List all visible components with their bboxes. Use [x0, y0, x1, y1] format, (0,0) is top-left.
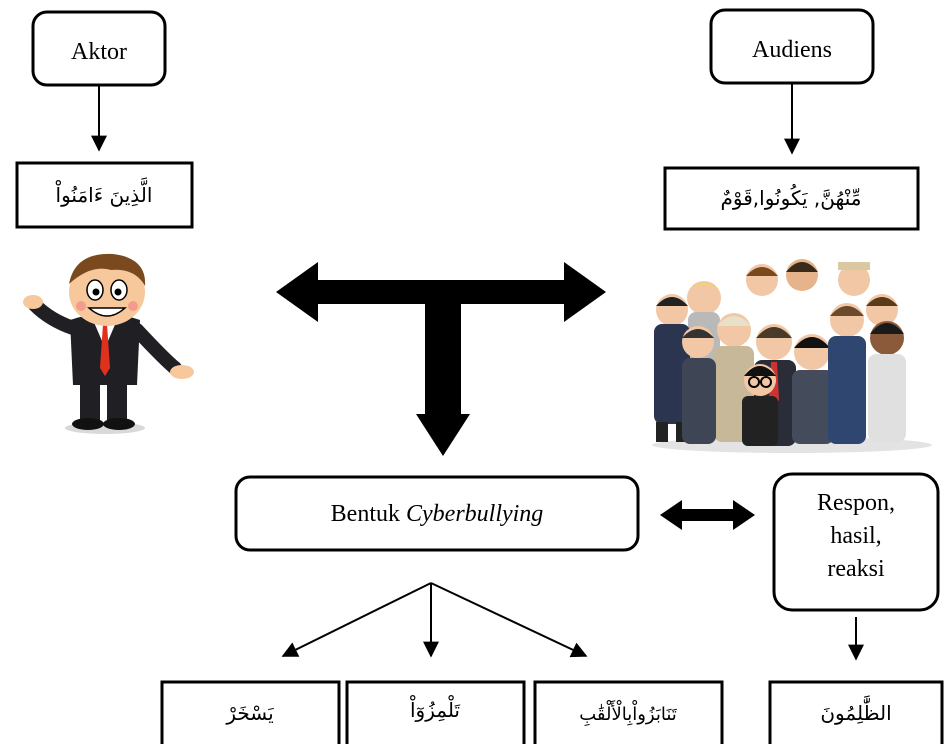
- respon-line-2: hasil,: [830, 523, 881, 549]
- aktor-label: Aktor: [71, 39, 127, 65]
- bentuk-to-form3-arrow: [430, 582, 588, 658]
- bentuk-cyberbullying-node: Bentuk Cyberbullying: [234, 475, 640, 552]
- audiens-term-box: مِّنْهُنَّ, يَكُونُوا,قَوْمٌ: [663, 166, 920, 231]
- respon-node: Respon, hasil, reaksi: [772, 472, 940, 612]
- bentuk-respon-double-arrow: [660, 500, 755, 530]
- aktor-node: Aktor: [31, 10, 167, 87]
- bentuk-label: Bentuk Cyberbullying: [331, 501, 544, 527]
- aktor-term-box: الَّذِينَ ءَامَنُواْ: [15, 161, 194, 229]
- form-3-box: تَنَابَزُواْبِالْأَلْقَٰبِ: [533, 680, 724, 744]
- form-3-text: تَنَابَزُواْبِالْأَلْقَٰبِ: [579, 700, 678, 727]
- bentuk-prefix: Bentuk: [331, 501, 400, 527]
- respon-line-1: Respon,: [817, 490, 895, 516]
- actor-audience-t-arrow: [276, 262, 606, 456]
- form-1-text: يَسْخَرْ: [225, 701, 274, 725]
- bentuk-to-form1-arrow: [281, 582, 432, 657]
- audiens-node: Audiens: [709, 8, 875, 85]
- form-2-text: تَلْمِزُوٓاْ: [410, 696, 461, 722]
- form-2-box: تَلْمِزُوٓاْ: [345, 680, 526, 744]
- respon-line-3: reaksi: [827, 556, 885, 582]
- form-1-box: يَسْخَرْ: [160, 680, 341, 744]
- bentuk-italic: Cyberbullying: [406, 501, 543, 527]
- actor-businessman-illustration: [23, 253, 194, 434]
- audience-crowd-illustration: [652, 259, 932, 453]
- audiens-label: Audiens: [752, 37, 832, 63]
- result-box: الظَّٰلِمُونَ: [768, 680, 944, 744]
- audiens-term-text: مِّنْهُنَّ, يَكُونُوا,قَوْمٌ: [721, 184, 862, 210]
